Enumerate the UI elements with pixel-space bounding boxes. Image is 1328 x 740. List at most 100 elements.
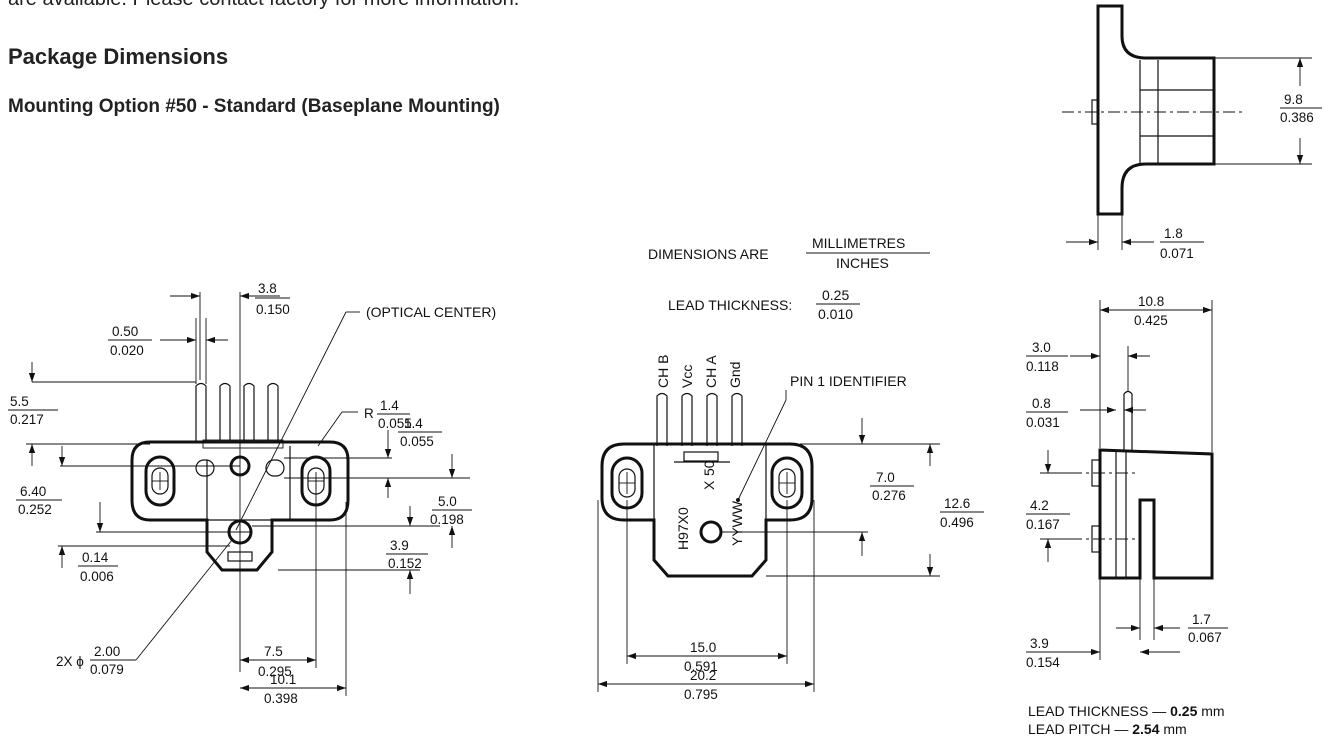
dim-10-1-in: 0.398 [264,691,298,706]
dims-mm-label: MILLIMETRES [812,235,905,251]
radius-prefix: R [364,406,374,421]
dim-5-0: 5.0 0.198 [290,454,472,548]
dim-0-14: 0.14 0.006 [58,545,230,584]
pin-label-vcc: Vcc [679,365,695,388]
dim-3-9b-mm: 3.9 [1030,636,1049,651]
section-subtitle: Mounting Option #50 - Standard (Baseplan… [8,96,500,117]
dim-20-2-in: 0.795 [684,687,718,702]
side-view: 10.8 0.425 3.0 0.118 0.8 0.031 4.2 0 [1026,294,1228,670]
dim-5-0-in: 0.198 [430,512,464,527]
dim-hole-2-00: 2X ϕ 2.00 0.079 [56,539,233,677]
front-body-outline [130,440,350,572]
front-leads [195,382,284,449]
dim-3-8: 3.8 0.150 [170,281,290,380]
page-title: Package Dimensions [8,44,229,69]
dim-10-8-in: 0.425 [1134,313,1168,328]
dim-7-5: 7.5 0.295 [240,480,317,679]
dim-5-5: 5.5 0.217 [8,362,196,466]
dim-3-9a-mm: 3.9 [390,538,409,553]
dim-3-9a-in: 0.152 [388,556,422,571]
lead-thickness-mm: 0.25 [822,287,849,303]
dim-20-2: 20.2 0.795 [597,500,815,702]
dim-4-2: 4.2 0.167 [1026,450,1070,562]
dim-3-8-mm: 3.8 [258,281,277,296]
dims-are-label: DIMENSIONS ARE [648,246,769,262]
dim-3-9-front: 3.9 0.152 [252,506,440,594]
dim-1-7-mm: 1.7 [1192,612,1211,627]
dim-15-0-mm: 15.0 [690,640,716,655]
lead-notes: LEAD THICKNESS — 0.25 mm LEAD PITCH — 2.… [1028,703,1225,737]
hole-prefix: 2X ϕ [56,654,84,669]
dim-r1-4-mm: 1.4 [380,398,399,413]
pin-label-gnd: Gnd [727,362,743,388]
dim-r1-4-in: 0.055 [378,416,412,431]
dim-0-8: 0.8 0.031 [1026,396,1146,430]
dim-radius-1-4: R 1.4 0.055 [317,398,412,447]
pin-label-ch-a: CH A [703,355,719,388]
dim-3-9-side: 3.9 0.154 [1026,578,1180,670]
lead-thickness-in: 0.010 [818,306,853,322]
lead-thickness-note-bottom: LEAD THICKNESS — 0.25 mm [1028,703,1225,719]
marking-x: X [701,480,717,490]
lead-pitch-note-bottom: LEAD PITCH — 2.54 mm [1028,721,1187,737]
dim-0-50-in: 0.020 [110,343,144,358]
dim-10-8-mm: 10.8 [1138,294,1164,309]
side-body-outline [1098,448,1214,580]
dim-12-6-in: 0.496 [940,515,974,530]
center-view: CH B Vcc CH A Gnd H97X0 X 50 YYWW PIN [597,355,984,702]
dim-0-50-mm: 0.50 [112,324,138,339]
dim-3-9b-in: 0.154 [1026,655,1060,670]
dim-20-2-mm: 20.2 [690,668,716,683]
dim-9-8: 9.8 0.386 [1214,57,1322,165]
dim-12-6: 12.6 0.496 [766,444,984,577]
dim-10-1-mm: 10.1 [270,672,296,687]
marking-code: H97X0 [675,507,691,550]
dim-1-8: 1.8 0.071 [1066,214,1204,261]
dim-3-8-in: 0.150 [256,302,290,317]
pin-label-ch-b: CH B [655,355,671,388]
dim-5-5-in: 0.217 [10,412,44,427]
dims-in-label: INCHES [836,255,889,271]
dim-1-7: 1.7 0.067 [1116,578,1228,645]
dim-1-4-mm: 1.4 [404,416,423,431]
dim-12-6-mm: 12.6 [944,496,970,511]
dim-10-1: 10.1 0.398 [240,502,347,706]
dim-7-0-mm: 7.0 [876,470,895,485]
dim-0-14-mm: 0.14 [82,550,109,565]
dim-6-40: 6.40 0.252 [16,446,240,533]
lead-thickness-label: LEAD THICKNESS: [668,297,792,313]
optical-center-callout: (OPTICAL CENTER) [235,304,496,531]
dim-4-2-in: 0.167 [1026,517,1060,532]
dim-1-4: 1.4 0.055 [284,416,442,498]
dim-10-8: 10.8 0.425 [1099,294,1213,452]
dim-3-0-mm: 3.0 [1032,340,1051,355]
dim-3-0-in: 0.118 [1026,359,1059,374]
marking-option: 50 [701,460,717,476]
dim-1-8-in: 0.071 [1160,246,1194,261]
dim-5-5-mm: 5.5 [10,394,29,409]
top-right-view: 9.8 0.386 1.8 0.071 [1062,4,1322,261]
dim-6-40-mm: 6.40 [20,484,46,499]
dim-0-8-mm: 0.8 [1032,396,1051,411]
dim-15-0-in: 0.591 [684,659,718,674]
units-note: DIMENSIONS ARE MILLIMETRES INCHES [648,235,930,271]
intro-text: are available. Please contact factory fo… [8,0,519,11]
side-flange-outline [1096,4,1216,216]
lead-thickness-note: LEAD THICKNESS: 0.25 0.010 [668,287,860,322]
dim-0-14-in: 0.006 [80,569,114,584]
dim-7-0: 7.0 0.276 [722,418,940,556]
dim-2-00-mm: 2.00 [94,644,120,659]
dim-0-50: 0.50 0.020 [108,318,228,384]
marking-date: YYWW [729,500,745,546]
dim-9-8-in: 0.386 [1280,110,1314,125]
dim-0-8-in: 0.031 [1026,415,1060,430]
dim-2-00-in: 0.079 [90,662,124,677]
dim-1-8-mm: 1.8 [1164,226,1183,241]
dim-7-5-mm: 7.5 [264,644,283,659]
pin1-identifier-label: PIN 1 IDENTIFIER [790,373,907,389]
dim-1-7-in: 0.067 [1188,630,1222,645]
optical-center-label: (OPTICAL CENTER) [366,304,496,320]
dim-6-40-in: 0.252 [18,502,52,517]
dim-7-0-in: 0.276 [872,488,906,503]
